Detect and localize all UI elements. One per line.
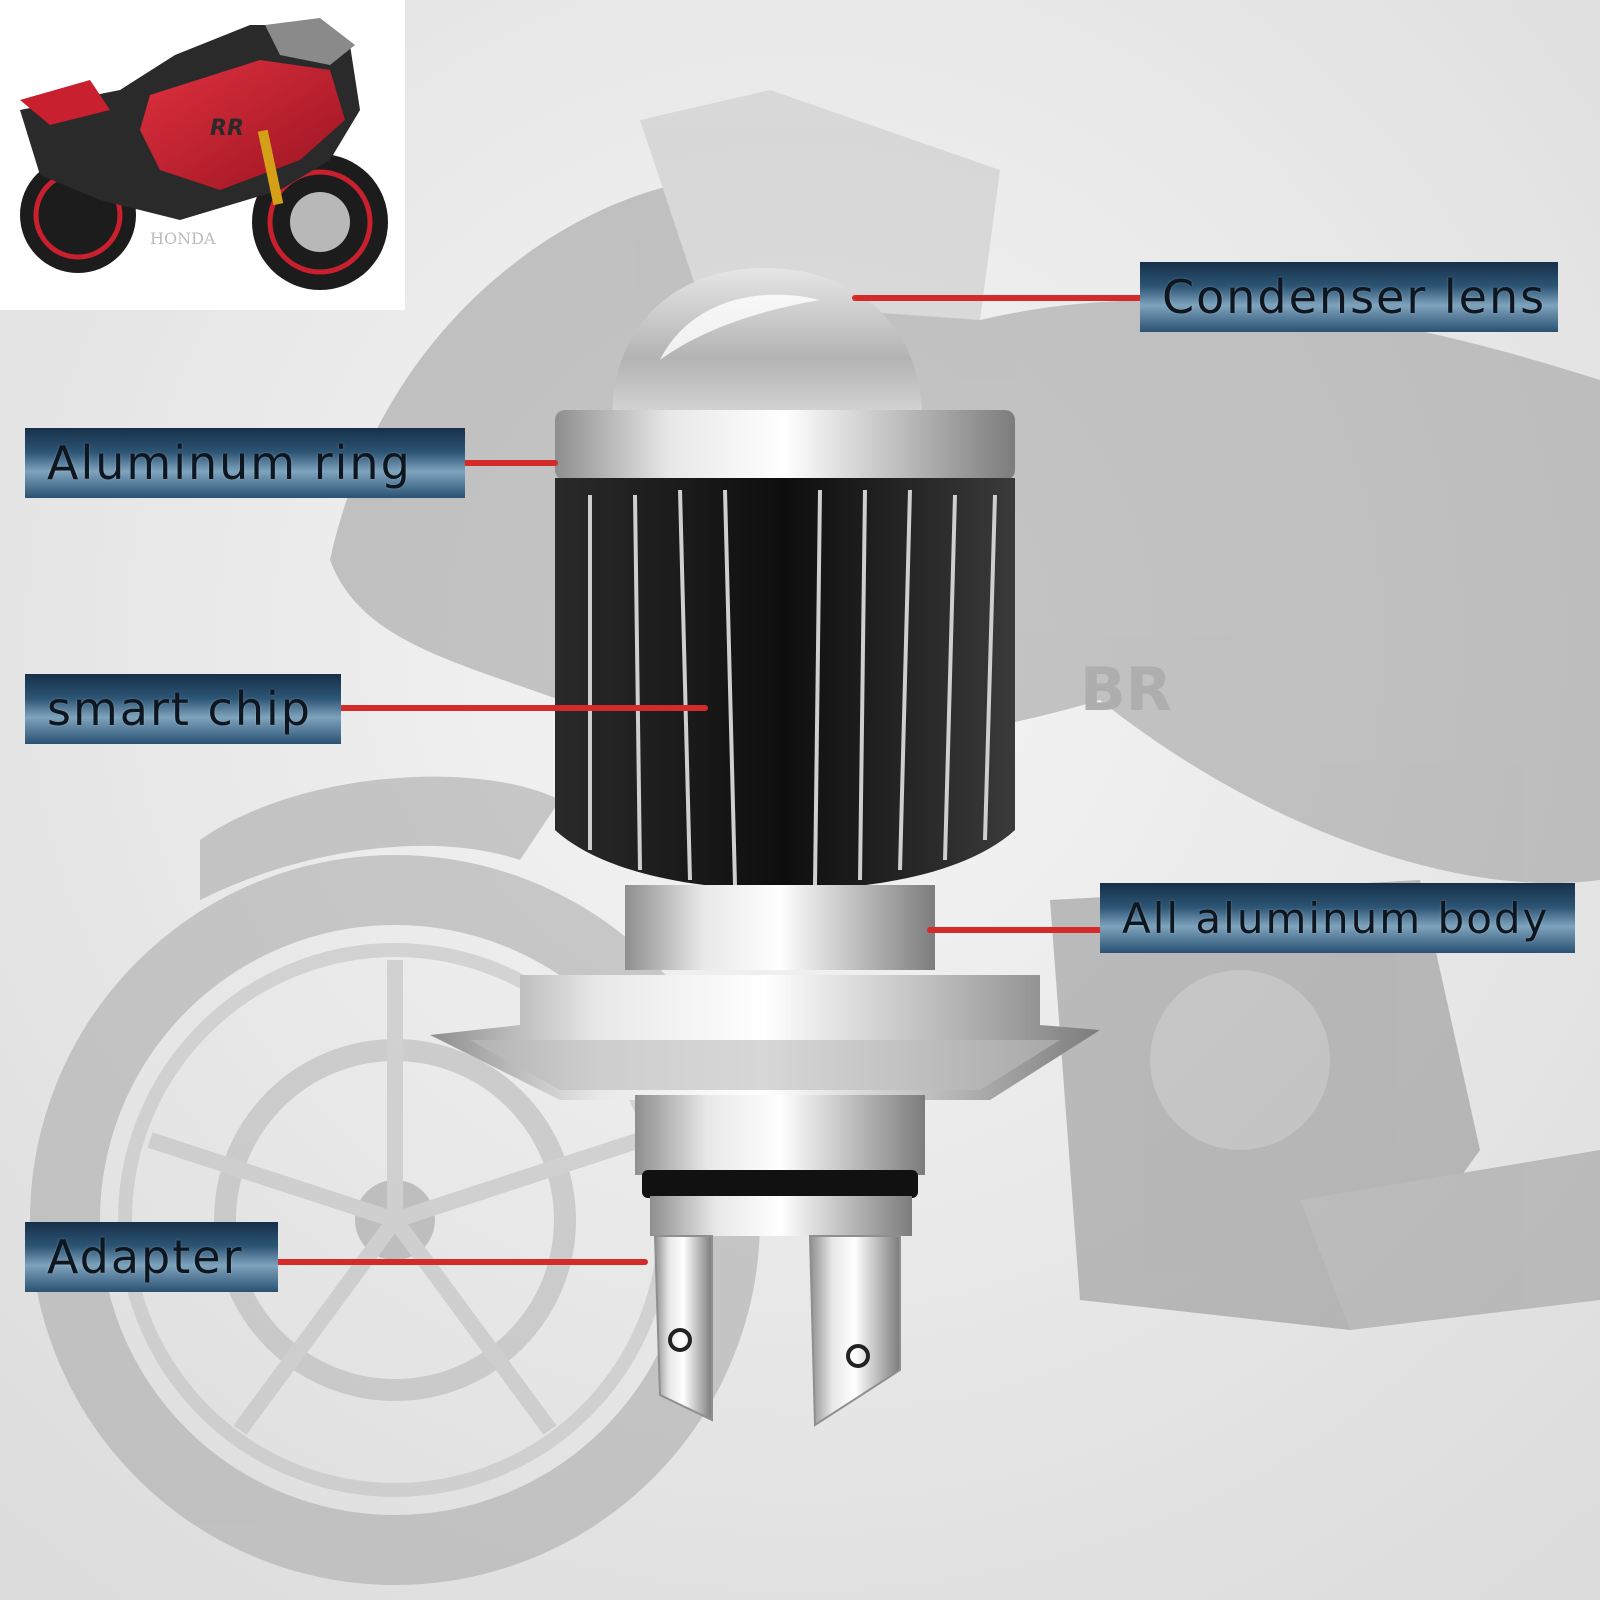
lower-shank <box>635 1095 925 1175</box>
motorcycle-thumbnail: RR HONDA <box>0 0 405 310</box>
aluminum-body-collar <box>625 885 935 970</box>
led-bulb <box>430 268 1100 1427</box>
adapter-prong-right <box>808 1235 901 1427</box>
bg-engine-cover <box>1150 970 1330 1150</box>
thumb-brand-text: HONDA <box>150 229 216 248</box>
smart-chip-label: smart chip <box>25 674 341 744</box>
smart-chip-label-text: smart chip <box>47 682 312 736</box>
prong-hole-left <box>668 1328 692 1352</box>
bg-frame <box>1300 1150 1600 1330</box>
all-aluminum-body-label-text: All aluminum body <box>1122 893 1550 943</box>
heat-sink-fins <box>588 489 997 886</box>
adapter-prong-left <box>653 1235 713 1422</box>
adapter-label-text: Adapter <box>47 1230 244 1284</box>
thumb-red-fairing <box>140 60 345 190</box>
thumb-front-disc <box>290 192 350 252</box>
thumb-front-rim <box>267 169 373 275</box>
condenser-lens-label: Condenser lens <box>1140 262 1558 332</box>
thumb-badge-text: RR <box>210 116 244 141</box>
prong-hole-right <box>846 1344 870 1368</box>
condenser-lens-label-text: Condenser lens <box>1162 270 1547 324</box>
thumb-windscreen <box>265 18 355 65</box>
leader-lines <box>275 295 1143 1265</box>
adapter-base <box>650 1196 912 1236</box>
lens-highlight <box>660 294 820 360</box>
heat-sink <box>555 478 1015 890</box>
bg-front-fender <box>200 776 560 900</box>
black-seal-ring <box>642 1170 918 1198</box>
condenser-lens-dome <box>612 268 922 420</box>
bg-tank-text: BR <box>1080 655 1172 725</box>
all-aluminum-body-label: All aluminum body <box>1100 883 1575 953</box>
aluminum-ring-label: Aluminum ring <box>25 428 465 498</box>
flange-edge <box>470 1040 1060 1090</box>
aluminum-ring-label-text: Aluminum ring <box>47 436 412 490</box>
thumb-fork <box>257 129 284 206</box>
aluminum-ring <box>555 410 1015 480</box>
adapter-label: Adapter <box>25 1222 278 1292</box>
thumb-red-tail <box>20 80 110 125</box>
bg-windscreen <box>640 90 1000 320</box>
